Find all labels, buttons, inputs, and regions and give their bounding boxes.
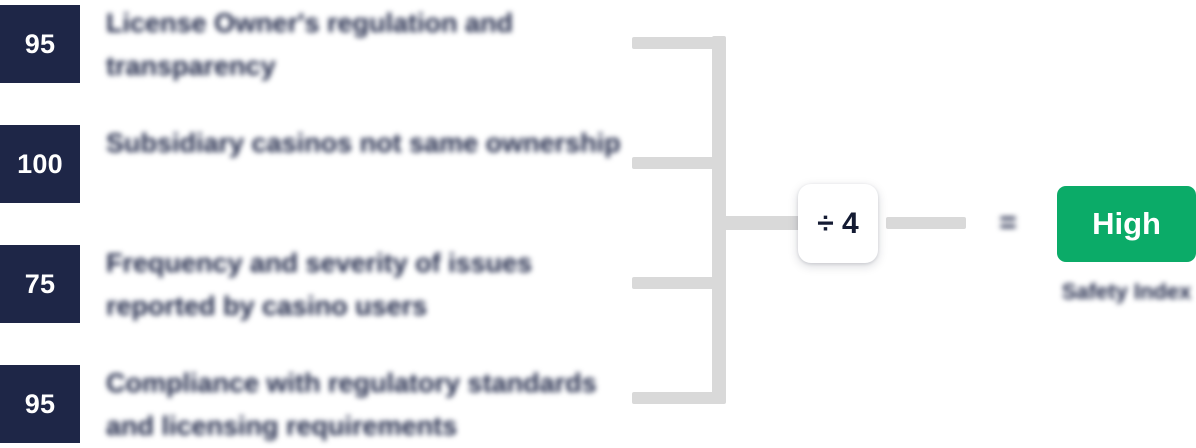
score-chip-1: 95 — [0, 5, 80, 83]
criteria-label-4: Compliance with regulatory standards and… — [106, 368, 597, 441]
criteria-label-1: License Owner's regulation and transpare… — [106, 8, 514, 81]
equals-sign: = — [999, 206, 1017, 239]
connector-to-result — [886, 217, 966, 229]
bracket-arm-1 — [632, 37, 718, 49]
result-value: High — [1092, 206, 1161, 241]
divide-operator-label: ÷ 4 — [817, 206, 859, 240]
criteria-label-2: Subsidiary casinos not same ownership — [106, 128, 621, 158]
divide-operator-box: ÷ 4 — [798, 184, 878, 263]
bracket-arm-2 — [632, 157, 718, 169]
result-caption: Safety Index — [1061, 279, 1192, 304]
score-chip-3: 75 — [0, 245, 80, 323]
bracket-arm-3 — [632, 277, 718, 289]
result-badge: High — [1057, 186, 1196, 262]
score-value-4: 95 — [24, 388, 56, 419]
score-value-3: 75 — [24, 268, 56, 299]
score-value-2: 100 — [17, 148, 63, 179]
score-value-1: 95 — [24, 28, 56, 59]
score-chip-4: 95 — [0, 365, 80, 443]
criteria-label-3: Frequency and severity of issues reporte… — [106, 248, 533, 321]
connector-to-operator — [718, 216, 806, 230]
bracket-arm-4 — [632, 392, 718, 404]
score-chip-2: 100 — [0, 125, 80, 203]
